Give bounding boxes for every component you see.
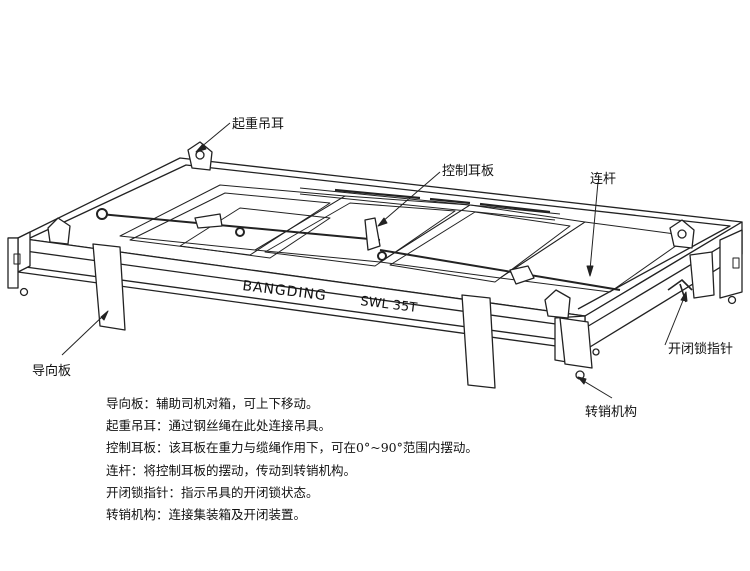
legend-desc: ：将控制耳板的摆动，传动到转销机构。 — [131, 462, 357, 478]
inner-frames — [119, 184, 691, 293]
legend-term: 转销机构 — [106, 507, 157, 523]
legend-term: 导向板 — [106, 396, 144, 411]
beam-swl-text: SWL 35T — [360, 294, 418, 316]
legend: 导向板：辅助司机对箱，可上下移动。 起重吊耳：通过钢丝绳在此处连接吊具。 控制耳… — [106, 393, 478, 526]
legend-row-connecting-rod: 连杆：将控制耳板的摆动，传动到转销机构。 — [106, 460, 478, 482]
callout-lifting-lug: 起重吊耳 — [232, 117, 285, 132]
legend-row-guide-plate: 导向板：辅助司机对箱，可上下移动。 — [106, 393, 478, 415]
legend-desc: ：连接集装箱及开闭装置。 — [156, 507, 307, 523]
legend-term: 控制耳板 — [106, 440, 157, 456]
legend-term: 开闭锁指针 — [106, 484, 169, 500]
legend-desc: ：通过钢丝绳在此处连接吊具。 — [156, 418, 332, 434]
callout-twistlock-mechanism: 转销机构 — [585, 405, 638, 420]
leader-lines — [61, 122, 688, 399]
legend-row-control-plate: 控制耳板：该耳板在重力与缆绳作用下，可在0°~90°范围内摆动。 — [106, 437, 478, 459]
legend-term: 连杆 — [106, 462, 132, 478]
callout-control-plate: 控制耳板 — [442, 164, 495, 179]
callout-lock-indicator: 开闭锁指针 — [668, 342, 734, 357]
legend-row-lock-indicator: 开闭锁指针：指示吊具的开闭锁状态。 — [106, 482, 478, 504]
legend-row-lifting-lug: 起重吊耳：通过钢丝绳在此处连接吊具。 — [106, 415, 478, 437]
end-details — [13, 253, 740, 269]
connecting-rods — [96, 208, 621, 291]
control-plates — [194, 213, 535, 285]
callout-connecting-rod: 连杆 — [590, 172, 617, 187]
legend-desc: ：指示吊具的开闭锁状态。 — [168, 484, 319, 500]
legend-desc: ：该耳板在重力与缆绳作用下，可在0°~90°范围内摆动。 — [156, 440, 478, 456]
right-end-beam — [584, 221, 743, 351]
legend-row-twistlock-mechanism: 转销机构：连接集装箱及开闭装置。 — [106, 504, 478, 526]
legend-term: 起重吊耳 — [106, 418, 157, 434]
guide-plates — [92, 243, 715, 389]
twistlocks — [19, 287, 737, 380]
beam-label-strip — [334, 188, 551, 214]
callout-guide-plate: 导向板 — [32, 364, 72, 379]
legend-desc: ：辅助司机对箱，可上下移动。 — [143, 396, 319, 411]
